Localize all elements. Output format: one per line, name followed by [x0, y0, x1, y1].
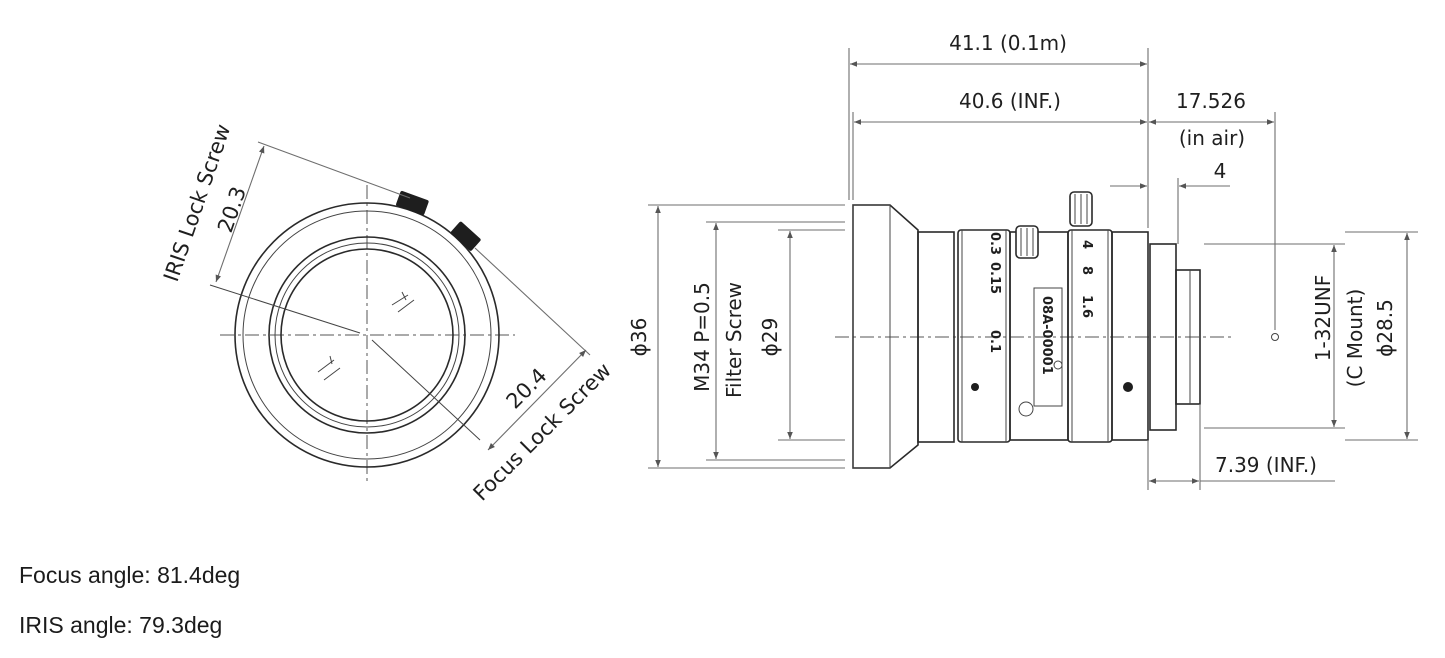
dim-label-phi28-5: ϕ28.5	[1373, 299, 1397, 357]
iris-dimension-label: 20.3	[213, 184, 251, 236]
iris-mark-2: 4	[1079, 240, 1094, 249]
focus-lock-screw-knob	[450, 221, 481, 251]
dim-label-phi29: ϕ29	[758, 318, 782, 357]
focus-mark-0: 0.1	[987, 330, 1002, 353]
iris-lock-screw-knob-side	[1069, 191, 1093, 227]
iris-mark-0: 1.6	[1079, 295, 1094, 318]
dim-label-in-air: (in air)	[1179, 126, 1245, 150]
glass-glint-mark	[391, 291, 415, 313]
dim-label-7-39: 7.39 (INF.)	[1215, 453, 1317, 477]
focus-lock-screw-knob-side	[1015, 225, 1039, 259]
focus-dimension-line	[487, 349, 587, 451]
filter-thread-ring	[917, 231, 955, 443]
focus-radial-line	[371, 339, 481, 441]
front-view: IRIS Lock Screw 20.3 Focus Lock Screw 20…	[159, 121, 616, 505]
iris-mark-1: 8	[1079, 266, 1094, 275]
dim-label-17-526: 17.526	[1176, 89, 1246, 113]
lens-barrel-inner-ring	[274, 242, 460, 428]
c-mount-thread	[1175, 269, 1201, 405]
focus-angle-caption: Focus angle: 81.4deg	[19, 562, 241, 588]
dim-label-4: 4	[1214, 159, 1227, 183]
lens-dimension-drawing: IRIS Lock Screw 20.3 Focus Lock Screw 20…	[159, 31, 1418, 506]
dim-label-filter-screw: Filter Screw	[722, 282, 746, 398]
iris-lock-screw-knob	[396, 190, 429, 216]
rear-ring	[1111, 231, 1149, 441]
lens-barrel-ring	[268, 236, 466, 434]
iris-radial-line	[209, 284, 361, 334]
model-label: 08A-00001	[1039, 296, 1054, 375]
focal-point-marker	[1271, 333, 1279, 341]
focus-dimension-label: 20.4	[502, 363, 552, 413]
dim-label-1-32unf: 1-32UNF	[1311, 275, 1335, 362]
front-glass	[280, 248, 454, 422]
iris-angle-caption: IRIS angle: 79.3deg	[19, 612, 223, 638]
center-body-hole	[1053, 360, 1063, 370]
model-label-plate	[1033, 287, 1063, 407]
focus-index-dot	[971, 383, 979, 391]
glass-glint-mark	[317, 355, 341, 381]
iris-index-dot	[1123, 382, 1133, 392]
center-body-hole	[1018, 401, 1034, 417]
focus-mark-1: 0.15	[987, 262, 1002, 294]
iris-ring	[1067, 229, 1113, 443]
dim-label-phi36: ϕ36	[627, 318, 651, 357]
dim-label-40-6: 40.6 (INF.)	[959, 89, 1061, 113]
side-view: 0.1 0.15 0.3 1.6 8 4 08A-00001 41.1 (0.1…	[627, 31, 1418, 490]
iris-dimension-line	[215, 145, 265, 283]
focus-mark-2: 0.3	[987, 232, 1002, 255]
outer-ring-inner-edge	[242, 210, 492, 460]
focus-extension-line	[474, 247, 591, 356]
dim-label-41-1: 41.1 (0.1m)	[949, 31, 1067, 55]
outer-ring	[234, 202, 500, 468]
dim-label-m34: M34 P=0.5	[690, 282, 714, 392]
iris-extension-line	[257, 141, 411, 199]
dim-label-c-mount: (C Mount)	[1343, 289, 1367, 388]
